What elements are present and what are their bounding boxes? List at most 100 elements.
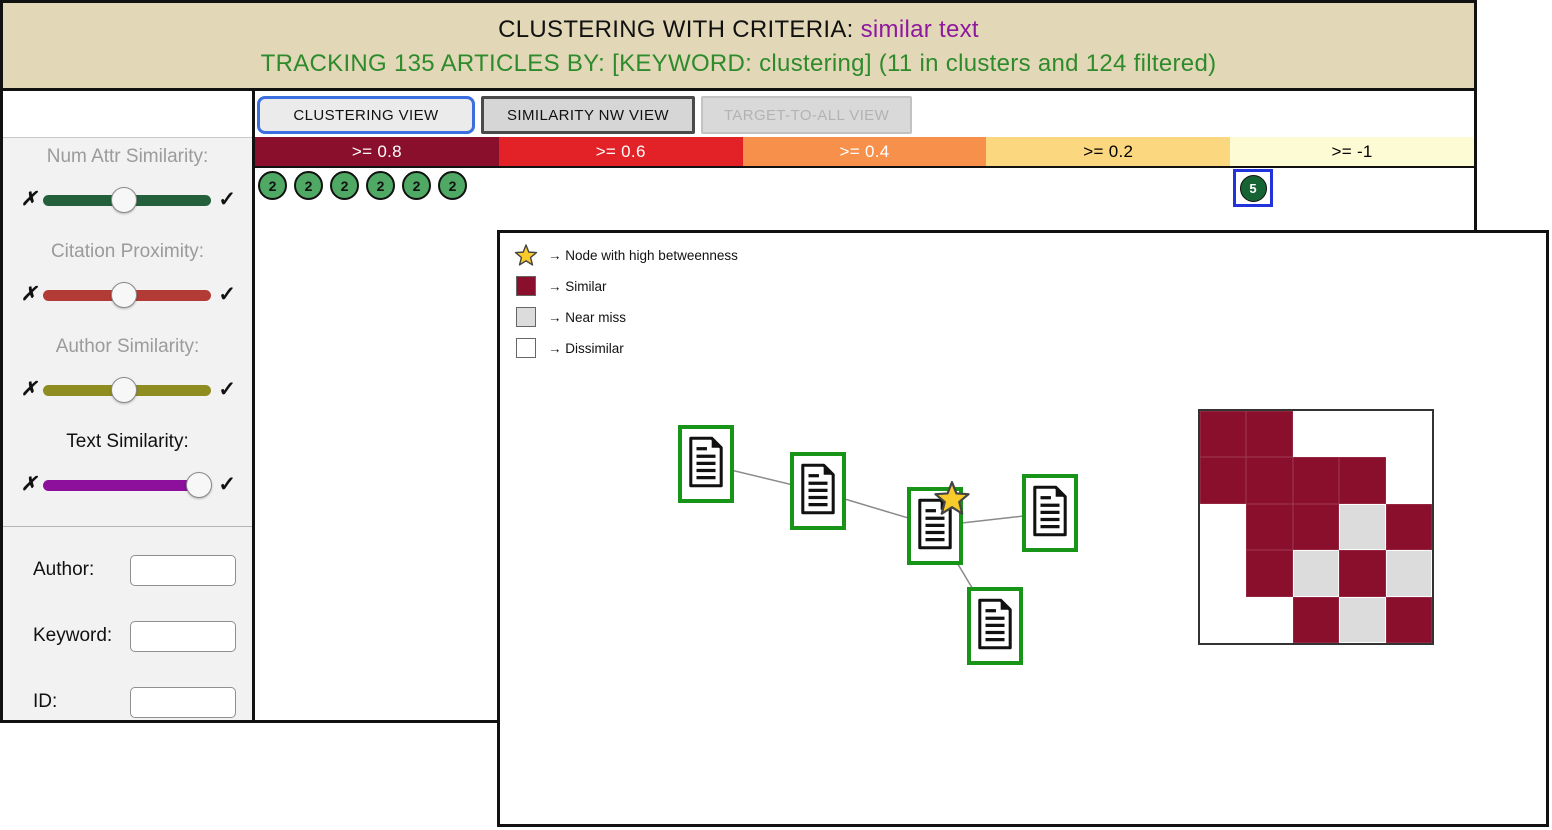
- slider: ✗✓: [3, 472, 252, 499]
- high-betweenness-star-icon: [931, 479, 973, 517]
- field-row: ID:: [3, 685, 252, 719]
- matrix-cell[interactable]: [1200, 411, 1247, 458]
- legend-swatch-icon: [514, 336, 538, 360]
- matrix-cell[interactable]: [1246, 457, 1293, 504]
- color-swatch: [516, 307, 536, 327]
- cluster-node[interactable]: 2: [402, 171, 431, 200]
- document-icon: [1031, 483, 1069, 544]
- matrix-cell[interactable]: [1339, 596, 1386, 643]
- cluster-node[interactable]: 2: [438, 171, 467, 200]
- matrix-cell[interactable]: [1200, 457, 1247, 504]
- document-icon: [687, 434, 725, 495]
- article-node[interactable]: [967, 587, 1023, 665]
- cluster-node[interactable]: 2: [330, 171, 359, 200]
- reject-x-icon: ✗: [21, 284, 37, 305]
- slider-label: Citation Proximity:: [50, 241, 205, 262]
- threshold-band: >= 0.6: [498, 137, 743, 166]
- matrix-cell[interactable]: [1246, 411, 1293, 458]
- similarity-threshold-bar: >= 0.8>= 0.6>= 0.4>= 0.2>= -1: [255, 137, 1474, 168]
- color-swatch: [516, 276, 536, 296]
- tab-similarity-nw-view[interactable]: SIMILARITY NW VIEW: [481, 96, 695, 134]
- field-row: Author:: [3, 553, 252, 587]
- criteria-sidebar: Num Attr Similarity:✗✓ Citation Proximity…: [3, 137, 252, 720]
- threshold-band: >= 0.8: [255, 137, 499, 166]
- slider-group: Num Attr Similarity:✗✓: [3, 146, 252, 214]
- slider-thumb[interactable]: [186, 472, 213, 498]
- legend-item: → Dissimilar: [514, 336, 738, 360]
- matrix-cell[interactable]: [1246, 503, 1293, 551]
- popup-legend: → Node with high betweenness → Similar → N…: [514, 243, 738, 367]
- matrix-cell[interactable]: [1292, 503, 1340, 551]
- slider-thumb[interactable]: [110, 282, 137, 308]
- matrix-cell[interactable]: [1339, 457, 1386, 504]
- matrix-cell[interactable]: [1292, 411, 1340, 458]
- field-label: Author:: [33, 559, 95, 580]
- matrix-cell[interactable]: [1200, 503, 1247, 551]
- matrix-cell[interactable]: [1200, 596, 1247, 643]
- slider-track[interactable]: [43, 472, 213, 498]
- legend-swatch-icon: [514, 274, 538, 298]
- matrix-cell[interactable]: [1385, 411, 1432, 458]
- tab-target-to-all-view[interactable]: TARGET-TO-ALL VIEW: [701, 96, 912, 134]
- similarity-network-popup: → Node with high betweenness → Similar → N…: [497, 230, 1549, 827]
- article-node[interactable]: [907, 487, 963, 565]
- similarity-sliders: Num Attr Similarity:✗✓ Citation Proximity…: [3, 146, 252, 499]
- slider-thumb[interactable]: [110, 377, 137, 403]
- slider: ✗✓: [3, 377, 252, 404]
- slider-track[interactable]: [43, 377, 211, 403]
- matrix-cell[interactable]: [1200, 550, 1247, 597]
- matrix-cell[interactable]: [1385, 503, 1432, 551]
- cluster-node[interactable]: 2: [258, 171, 287, 200]
- matrix-cell[interactable]: [1385, 596, 1432, 643]
- matrix-cell[interactable]: [1339, 550, 1386, 597]
- field-label: ID:: [33, 691, 58, 712]
- matrix-cell[interactable]: [1385, 457, 1432, 504]
- matrix-cell[interactable]: [1339, 503, 1386, 551]
- matrix-cell[interactable]: [1292, 457, 1340, 504]
- threshold-band: >= -1: [1230, 137, 1474, 166]
- article-node[interactable]: [790, 452, 846, 530]
- slider-track[interactable]: [43, 187, 211, 213]
- cluster-node[interactable]: 2: [294, 171, 323, 200]
- slider: ✗✓: [3, 187, 252, 214]
- title-criteria: similar text: [860, 16, 979, 43]
- page-title: CLUSTERING WITH CRITERIA: similar text: [3, 16, 1474, 44]
- threshold-band: >= 0.2: [986, 137, 1231, 166]
- keyword-input[interactable]: [130, 620, 236, 652]
- slider-group: Author Similarity:✗✓: [3, 336, 252, 404]
- article-node[interactable]: [1022, 474, 1078, 552]
- field-label: Keyword:: [33, 625, 113, 646]
- article-node[interactable]: [678, 425, 734, 503]
- slider-group: Citation Proximity:✗✓: [3, 241, 252, 309]
- legend-item: → Similar: [514, 274, 738, 298]
- threshold-band: >= 0.4: [742, 137, 987, 166]
- tab-clustering-view[interactable]: CLUSTERING VIEW: [257, 96, 475, 134]
- legend-label: → Near miss: [548, 309, 627, 325]
- accept-check-icon: ✓: [218, 283, 236, 306]
- color-swatch: [516, 338, 536, 358]
- field-row: Keyword:: [3, 619, 252, 653]
- filter-fields: Author: Keyword: ID:: [3, 527, 252, 719]
- slider-track[interactable]: [43, 282, 211, 308]
- matrix-cell[interactable]: [1292, 550, 1340, 597]
- slider-thumb[interactable]: [110, 187, 137, 213]
- matrix-cell[interactable]: [1246, 550, 1293, 597]
- selected-cluster-count: 5: [1239, 174, 1267, 202]
- slider-group: Text Similarity:✗✓: [3, 431, 252, 499]
- cluster-node[interactable]: 2: [366, 171, 395, 200]
- reject-x-icon: ✗: [21, 474, 37, 495]
- title-prefix: CLUSTERING WITH CRITERIA:: [498, 16, 861, 43]
- matrix-cell[interactable]: [1339, 411, 1386, 458]
- legend-item: → Node with high betweenness: [514, 243, 738, 267]
- accept-check-icon: ✓: [218, 188, 236, 211]
- legend-label: → Similar: [548, 278, 607, 294]
- id-input[interactable]: [130, 686, 236, 718]
- slider: ✗✓: [3, 282, 252, 309]
- selected-cluster-node[interactable]: 5: [1233, 169, 1273, 207]
- matrix-cell[interactable]: [1246, 596, 1293, 643]
- matrix-cell[interactable]: [1292, 596, 1340, 643]
- author-input[interactable]: [130, 554, 236, 586]
- legend-swatch-icon: [514, 305, 538, 329]
- matrix-cell[interactable]: [1385, 550, 1432, 597]
